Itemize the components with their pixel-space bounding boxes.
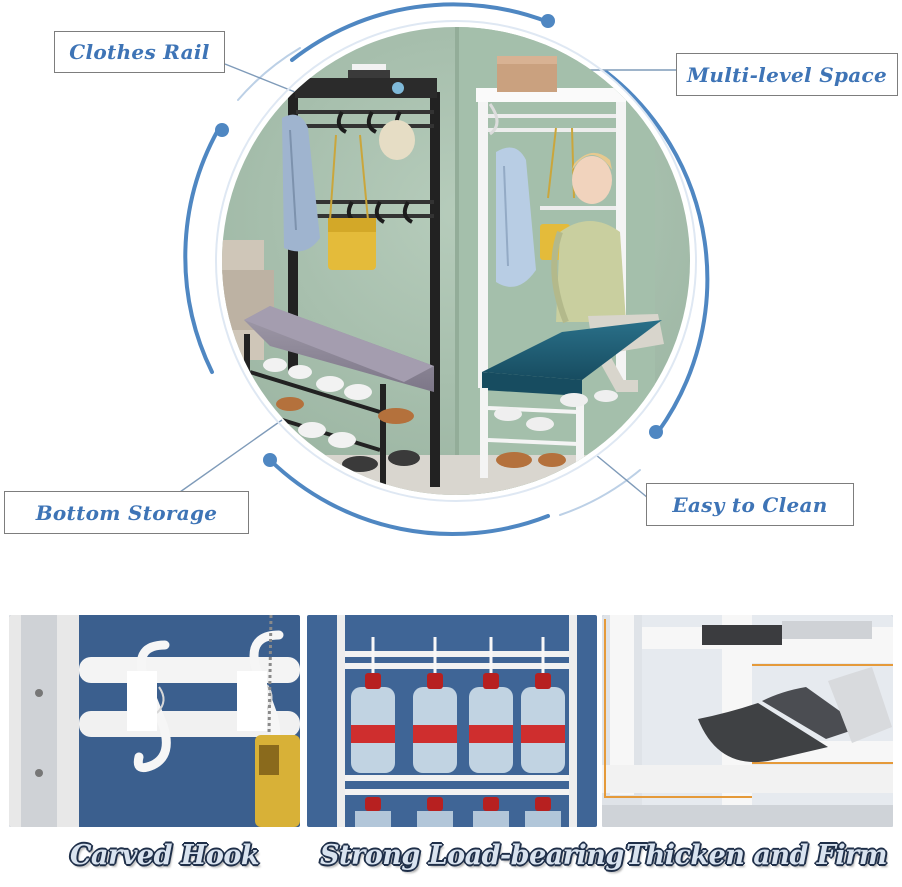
scene-circle: [222, 27, 690, 495]
white-coat-rack: [476, 56, 664, 486]
black-coat-rack: [244, 64, 440, 494]
decorative-ring: [183, 2, 710, 536]
scene-ring: [215, 20, 697, 502]
shoe-shelf-image: [602, 615, 893, 827]
hero-illustration: [179, 2, 710, 536]
callout-bottom-storage: Bottom Storage: [4, 491, 249, 534]
ring-dots: [215, 14, 663, 467]
callout-easy-to-clean: Easy to Clean: [646, 483, 854, 526]
callout-multi-level-space: Multi-level Space: [676, 53, 898, 96]
callout-clothes-rail: Clothes Rail: [54, 31, 225, 73]
feature-caption-thicken-and-firm: Thicken and Firm: [626, 840, 887, 871]
hook-closeup-image: [9, 615, 300, 827]
water-bottles: [351, 673, 565, 827]
feature-caption-carved-hook: Carved Hook: [70, 840, 260, 871]
callout-leaders: [179, 63, 676, 499]
feature-caption-strong-load-bearing: Strong Load-bearing: [320, 840, 624, 871]
load-bearing-image: [307, 615, 597, 827]
